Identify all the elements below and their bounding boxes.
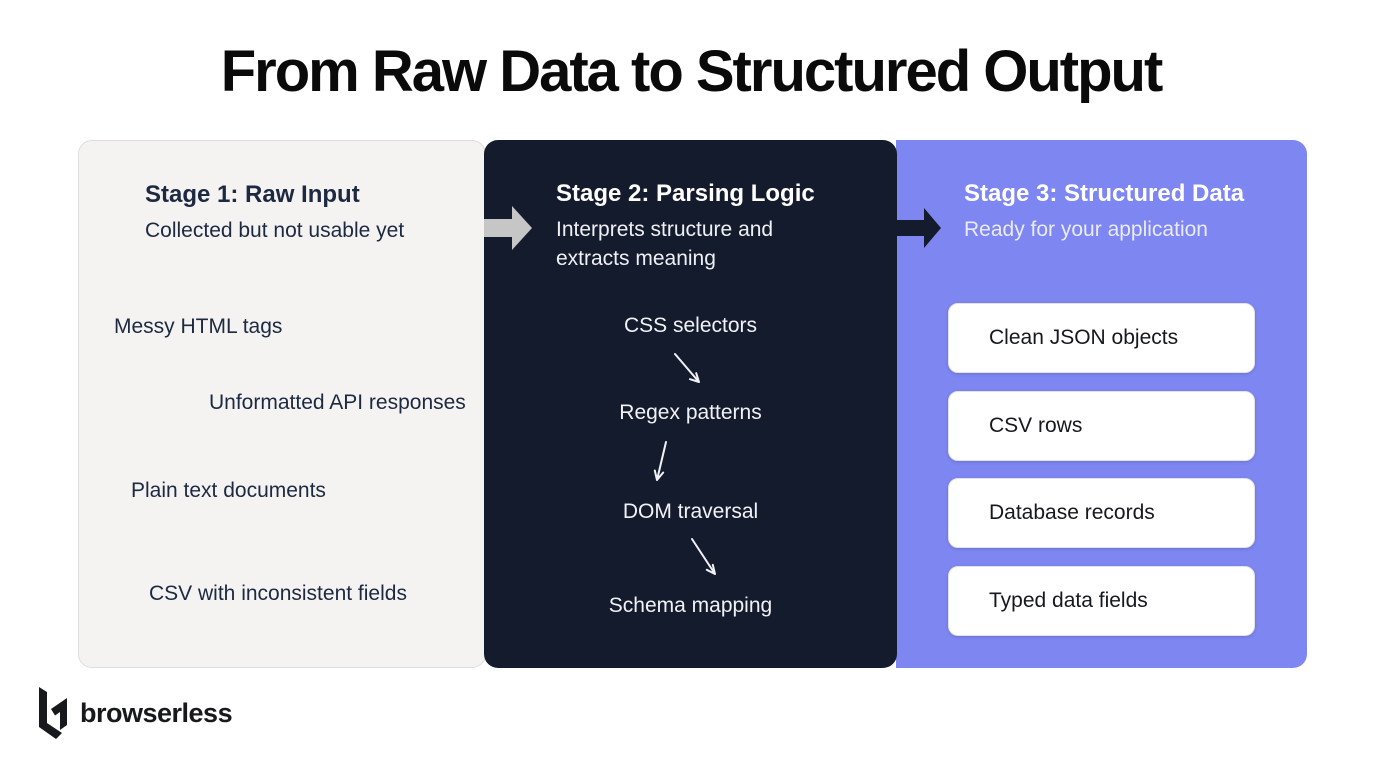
- stage2-item-regex-patterns: Regex patterns: [619, 401, 762, 424]
- stage3-header: Stage 3: Structured Data Ready for your …: [964, 178, 1283, 245]
- stage1-item-csv-inconsistent: CSV with inconsistent fields: [149, 582, 407, 605]
- stage3-title: Stage 3: Structured Data: [964, 180, 1245, 207]
- arrow-down-left-icon: [653, 441, 667, 481]
- stage3-card-label: Database records: [989, 501, 1155, 524]
- stage3-card-label: Clean JSON objects: [989, 326, 1179, 349]
- stage3-card-database-records: Database records: [948, 478, 1255, 548]
- stage3-card-csv-rows: CSV rows: [948, 391, 1255, 461]
- stage2-panel: Stage 2: Parsing Logic Interprets struct…: [484, 140, 897, 668]
- stage1-title: Stage 1: Raw Input: [145, 181, 360, 208]
- stage3-card-label: Typed data fields: [989, 589, 1148, 612]
- stage1-header: Stage 1: Raw Input Collected but not usa…: [145, 179, 465, 246]
- stage2-item-schema-mapping: Schema mapping: [608, 594, 773, 617]
- stage2-title: Stage 2: Parsing Logic: [556, 180, 815, 207]
- stage3-card-typed-fields: Typed data fields: [948, 566, 1255, 636]
- stage1-item-plain-text: Plain text documents: [131, 479, 326, 502]
- brand-name: browserless: [80, 697, 233, 728]
- stage2-item-css-selectors: CSS selectors: [623, 314, 758, 337]
- stage3-card-clean-json: Clean JSON objects: [948, 303, 1255, 373]
- stage3-panel: Stage 3: Structured Data Ready for your …: [896, 140, 1307, 668]
- arrow-down-right-icon: [674, 353, 700, 383]
- stage2-item-dom-traversal: DOM traversal: [622, 500, 759, 523]
- arrow-right-dark-icon: [897, 208, 941, 248]
- browserless-logo-icon: [39, 687, 67, 739]
- page-title: From Raw Data to Structured Output: [220, 39, 1164, 104]
- stage3-card-label: CSV rows: [989, 414, 1083, 437]
- brand-footer: browserless: [35, 686, 233, 740]
- arrow-right-gray-icon: [484, 206, 532, 250]
- stage1-subtitle: Collected but not usable yet: [145, 219, 405, 243]
- stage2-header: Stage 2: Parsing Logic Interprets struct…: [556, 178, 867, 274]
- stage2-subtitle: Interprets structure and extracts meanin…: [556, 218, 774, 271]
- stage1-item-api-responses: Unformatted API responses: [209, 391, 466, 414]
- arrow-down-right-icon: [691, 538, 716, 575]
- stage1-panel: Stage 1: Raw Input Collected but not usa…: [78, 140, 486, 668]
- stage1-item-messy-html: Messy HTML tags: [114, 315, 283, 338]
- stage3-subtitle: Ready for your application: [964, 218, 1208, 242]
